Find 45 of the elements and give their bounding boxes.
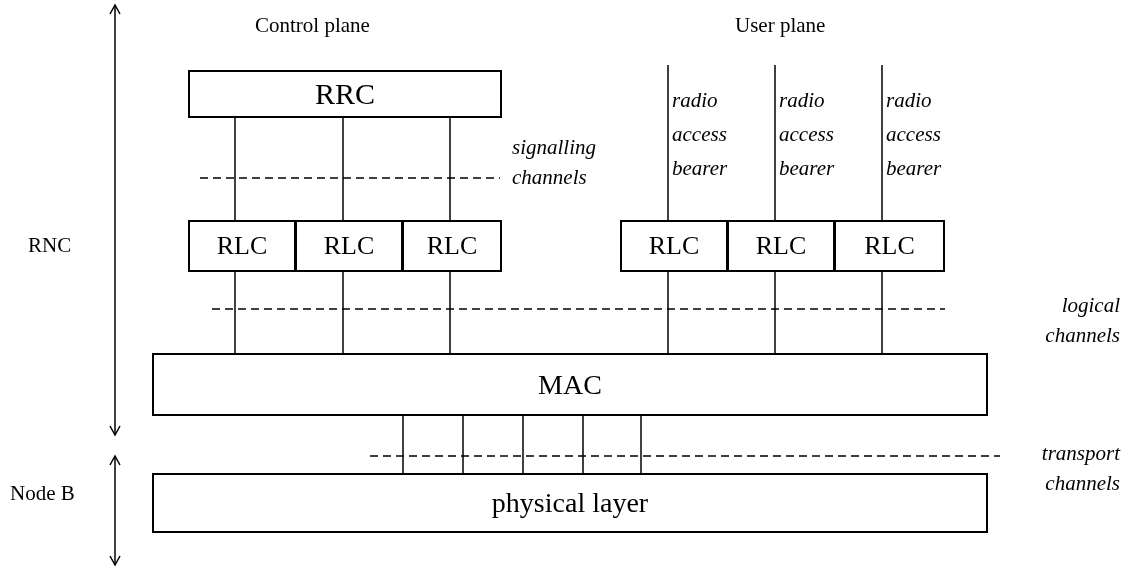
channel-line	[881, 64, 883, 221]
layer-name: RLC	[864, 231, 915, 261]
channel-line	[342, 271, 344, 354]
layer-name: RLC	[216, 231, 268, 261]
layer-name: MAC	[538, 368, 602, 401]
channel-line	[449, 117, 451, 221]
rlc-entity-box	[188, 220, 296, 272]
channel-line	[667, 271, 669, 354]
rrc-layer-box	[188, 70, 502, 118]
channel-line	[449, 271, 451, 354]
channel-line	[582, 415, 584, 474]
channel-line	[234, 117, 236, 221]
channel-line	[881, 271, 883, 354]
network-element-label: RNC	[28, 232, 73, 259]
layer-name: RRC	[315, 77, 375, 111]
layer-name: physical layer	[491, 487, 649, 519]
channel-label: signalling channels	[512, 134, 597, 191]
physical-layer-box	[152, 473, 988, 533]
layer-name: RLC	[648, 231, 700, 261]
mac-layer-box	[152, 353, 988, 416]
rlc-entity-box	[727, 220, 835, 272]
channel-line	[774, 271, 776, 354]
channel-line	[640, 415, 642, 474]
channel-line	[462, 415, 464, 474]
channel-line	[402, 415, 404, 474]
channel-line	[234, 271, 236, 354]
network-element-label: Node B	[10, 480, 76, 507]
channel-line	[522, 415, 524, 474]
edge-label: radio access bearer	[886, 87, 943, 182]
channel-label: transport channels	[1040, 440, 1120, 497]
rlc-entity-box	[834, 220, 945, 272]
channel-line	[774, 64, 776, 221]
layer-name: RLC	[755, 231, 807, 261]
rlc-entity-box	[402, 220, 502, 272]
plane-heading: Control plane	[255, 12, 371, 39]
plane-heading: User plane	[735, 12, 827, 39]
channel-label: logical channels	[1044, 292, 1120, 349]
edge-label: radio access bearer	[672, 87, 729, 182]
layer-name: RLC	[426, 231, 478, 261]
rlc-entity-box	[620, 220, 728, 272]
rlc-entity-box	[295, 220, 403, 272]
layer-name: RLC	[323, 231, 375, 261]
edge-label: radio access bearer	[779, 87, 836, 182]
channel-line	[342, 117, 344, 221]
channel-line	[667, 64, 669, 221]
